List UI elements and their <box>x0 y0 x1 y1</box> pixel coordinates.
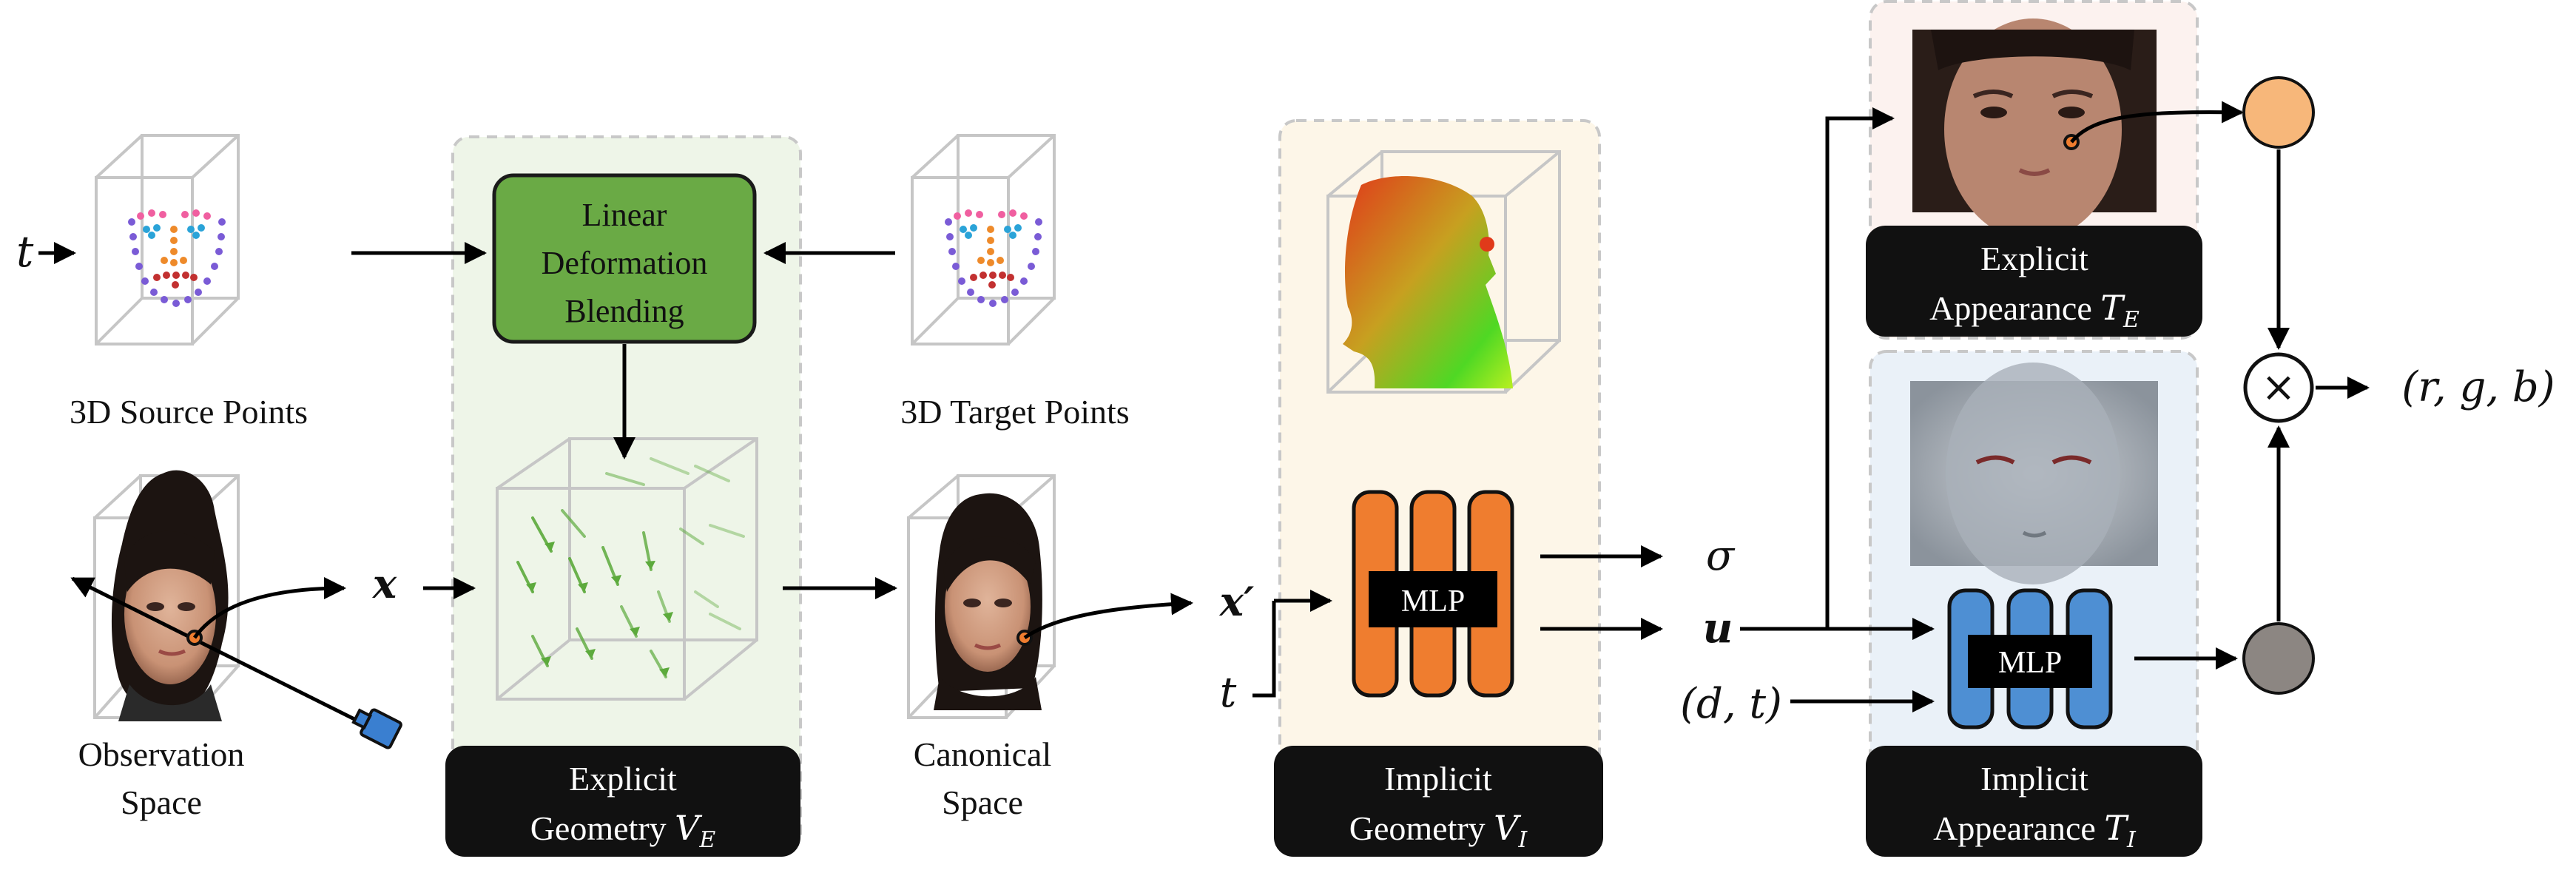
target-landmarks <box>945 209 1042 307</box>
mlp-geometry-label: MLP <box>1401 584 1465 618</box>
explicit-geometry-caption-line2: Geometry VE <box>530 808 716 853</box>
t-lower-label: t <box>1220 669 1237 717</box>
canonical-to-xprime-curve <box>1023 593 1193 640</box>
ldb-label-line3: Blending <box>564 293 684 329</box>
explicit-appearance-caption-line2: Appearance TE <box>1929 288 2140 333</box>
implicit-geometry-caption-line2: Geometry VI <box>1349 808 1528 853</box>
rgb-output: (r, g, b) <box>2401 363 2555 411</box>
observation-space-label-line2: Space <box>121 783 202 821</box>
observation-head-image <box>111 470 229 721</box>
mlp-appearance-label: MLP <box>1998 646 2062 680</box>
explicit-appearance-caption: Explicit Appearance TE <box>1866 226 2202 337</box>
deformation-field-cube <box>496 437 758 701</box>
implicit-appearance-image <box>1910 363 2158 584</box>
x-label: x <box>372 560 397 607</box>
u-output: u <box>1703 604 1733 653</box>
d-t-input: (d, t) <box>1680 680 1782 728</box>
sigma-output: σ <box>1706 532 1736 580</box>
multiply-node <box>2243 352 2314 423</box>
canonical-space-label-line1: Canonical <box>914 735 1052 773</box>
implicit-appearance-caption-line2: Appearance TI <box>1933 808 2137 853</box>
implicit-appearance-caption-line1: Implicit <box>1980 760 2088 798</box>
implicit-color-node <box>2242 622 2315 695</box>
target-points-cube <box>911 134 1056 346</box>
target-points-label: 3D Target Points <box>900 393 1129 431</box>
implicit-geometry-caption-line1: Implicit <box>1384 760 1492 798</box>
canonical-space-label-line2: Space <box>942 783 1023 821</box>
explicit-color-node <box>2242 76 2315 149</box>
source-points-cube <box>95 134 240 346</box>
mlp-appearance-block <box>1947 588 2113 729</box>
canonical-head-image <box>934 493 1042 710</box>
geometry-ear-mark <box>1480 237 1494 252</box>
explicit-appearance-image <box>1912 18 2157 240</box>
geometry-render-image <box>1343 176 1513 388</box>
t-input-label: t <box>16 226 34 277</box>
x-prime-label: x′ <box>1219 578 1254 625</box>
observation-to-x-curve <box>192 577 346 639</box>
source-landmarks <box>128 209 226 307</box>
implicit-geometry-caption: Implicit Geometry VI <box>1274 746 1603 857</box>
deformation-vector-heads <box>526 542 673 677</box>
implicit-appearance-caption: Implicit Appearance TI <box>1866 746 2202 857</box>
multiply-symbol: × <box>2262 363 2296 411</box>
linear-deformation-blending-block <box>492 173 757 344</box>
explicit-geometry-caption: Explicit Geometry VE <box>445 746 800 857</box>
observation-space-label-line1: Observation <box>78 735 245 773</box>
source-points-label: 3D Source Points <box>70 393 308 431</box>
ldb-label-line1: Linear <box>582 197 667 233</box>
explicit-appearance-caption-line1: Explicit <box>1980 240 2088 277</box>
camera-icon <box>351 708 402 749</box>
appearance-to-color-curve <box>2070 101 2244 144</box>
camera-ray <box>70 576 360 724</box>
arrows <box>38 107 2370 712</box>
explicit-geometry-caption-line1: Explicit <box>569 760 677 798</box>
ldb-label-line2: Deformation <box>542 245 708 281</box>
mlp-geometry-block <box>1352 490 1514 698</box>
